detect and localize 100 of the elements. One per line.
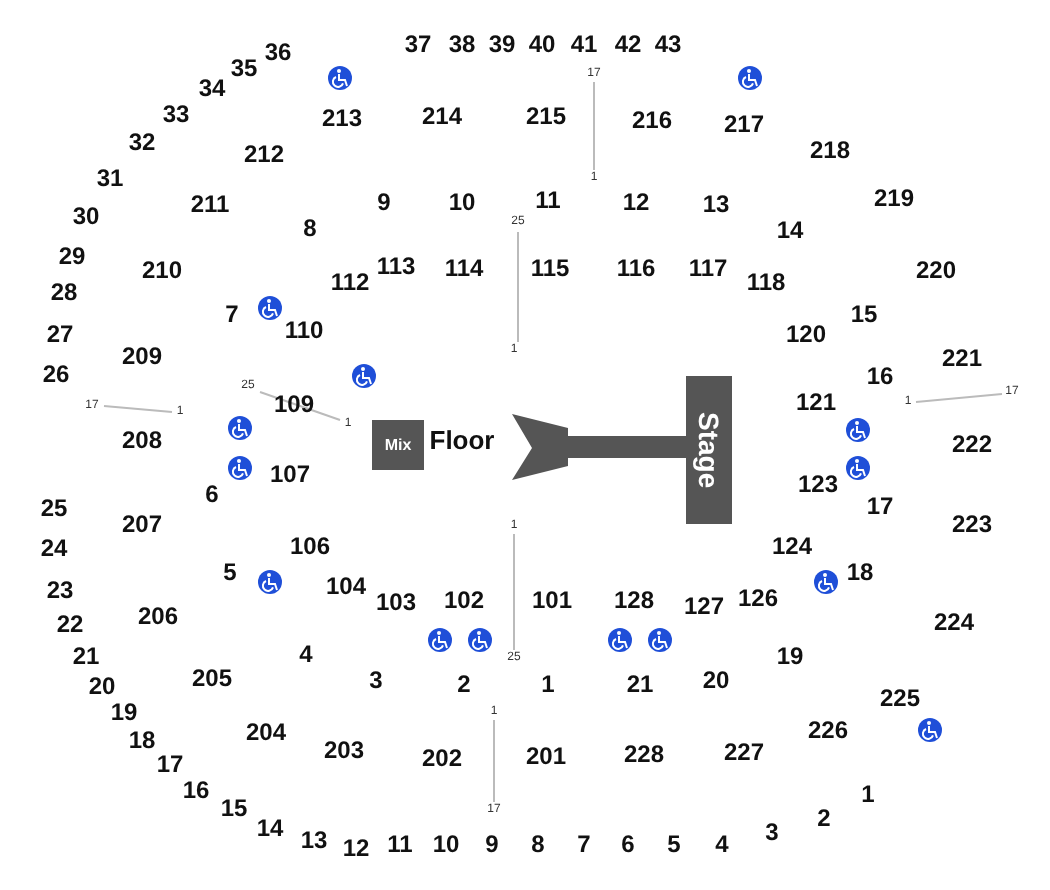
section-number: 7: [577, 832, 591, 856]
section-number: 126: [737, 586, 779, 610]
section-number: 5: [667, 832, 681, 856]
section-number: 41: [570, 32, 598, 56]
section-number: 228: [623, 742, 665, 766]
section-number: 207: [121, 512, 163, 536]
section-number: 17: [156, 752, 184, 776]
section-number: 116: [616, 256, 656, 280]
section-number: 201: [525, 744, 567, 768]
section-number: 202: [421, 746, 463, 770]
section-number: 23: [46, 578, 74, 602]
section-number: 216: [631, 108, 673, 132]
section-number: 4: [715, 832, 729, 856]
section-number: 5: [223, 560, 237, 584]
section-number: 211: [190, 192, 230, 216]
section-number: 38: [448, 32, 476, 56]
section-number: 25: [40, 496, 68, 520]
section-number: 34: [198, 76, 226, 100]
section-number: 210: [141, 258, 183, 282]
mix-label: Mix: [384, 436, 412, 454]
section-number: 209: [121, 344, 163, 368]
section-number: 110: [284, 318, 324, 342]
section-number: 7: [225, 302, 239, 326]
section-number: 217: [723, 112, 765, 136]
section-number: 219: [873, 186, 915, 210]
section-number: 121: [795, 390, 837, 414]
stage-label: Stage: [693, 411, 725, 489]
floor-label: Floor: [429, 427, 495, 453]
section-number: 3: [765, 820, 779, 844]
section-number: 109: [273, 392, 315, 416]
section-number: 103: [375, 590, 417, 614]
section-number: 225: [879, 686, 921, 710]
section-number: 26: [42, 362, 70, 386]
section-number: 19: [776, 644, 804, 668]
section-number: 117: [688, 256, 728, 280]
section-number: 123: [797, 472, 839, 496]
section-number: 12: [342, 836, 370, 860]
section-number: 21: [72, 644, 100, 668]
section-number: 35: [230, 56, 258, 80]
section-number: 205: [191, 666, 233, 690]
section-number: 3: [369, 668, 383, 692]
section-number: 226: [807, 718, 849, 742]
section-number: 11: [535, 188, 561, 212]
section-number: 115: [530, 256, 570, 280]
section-number: 21: [626, 672, 654, 696]
section-number: 120: [785, 322, 827, 346]
section-number: 208: [121, 428, 163, 452]
section-number: 114: [444, 256, 484, 280]
section-number: 215: [525, 104, 567, 128]
section-number: 43: [654, 32, 682, 56]
section-number: 20: [702, 668, 730, 692]
section-number: 214: [421, 104, 463, 128]
section-number: 28: [50, 280, 78, 304]
section-number: 32: [128, 130, 156, 154]
section-number: 27: [46, 322, 74, 346]
section-number: 9: [485, 832, 499, 856]
section-number: 4: [299, 642, 313, 666]
section-number: 19: [110, 700, 138, 724]
section-number: 101: [531, 588, 573, 612]
section-number: 1: [861, 782, 875, 806]
section-number: 12: [622, 190, 650, 214]
section-number: 8: [531, 832, 545, 856]
section-number: 2: [457, 672, 471, 696]
section-number: 14: [256, 816, 284, 840]
section-number: 9: [377, 190, 391, 214]
section-number: 10: [448, 190, 476, 214]
section-number: 112: [330, 270, 370, 294]
section-number: 1: [541, 672, 555, 696]
section-number: 20: [88, 674, 116, 698]
section-number: 118: [746, 270, 786, 294]
section-number: 16: [182, 778, 210, 802]
section-number: 106: [289, 534, 331, 558]
section-number: 223: [951, 512, 993, 536]
section-number: 37: [404, 32, 432, 56]
section-number: 40: [528, 32, 556, 56]
section-number: 128: [613, 588, 655, 612]
section-number: 22: [56, 612, 84, 636]
section-number: 113: [376, 254, 416, 278]
section-number: 213: [321, 106, 363, 130]
mix-position-box: [372, 420, 424, 470]
section-number: 104: [325, 574, 367, 598]
section-number: 33: [162, 102, 190, 126]
section-number: 222: [951, 432, 993, 456]
section-number: 10: [432, 832, 460, 856]
section-number: 11: [387, 832, 413, 856]
section-number: 16: [866, 364, 894, 388]
section-number: 220: [915, 258, 957, 282]
section-number: 14: [776, 218, 804, 242]
section-number: 212: [243, 142, 285, 166]
section-number: 204: [245, 720, 287, 744]
section-number: 8: [303, 216, 317, 240]
section-number: 24: [40, 536, 68, 560]
section-number: 107: [269, 462, 311, 486]
section-number: 18: [846, 560, 874, 584]
section-number: 203: [323, 738, 365, 762]
section-number: 36: [264, 40, 292, 64]
section-number: 6: [205, 482, 219, 506]
section-number: 29: [58, 244, 86, 268]
section-number: 127: [683, 594, 725, 618]
section-number: 17: [866, 494, 894, 518]
